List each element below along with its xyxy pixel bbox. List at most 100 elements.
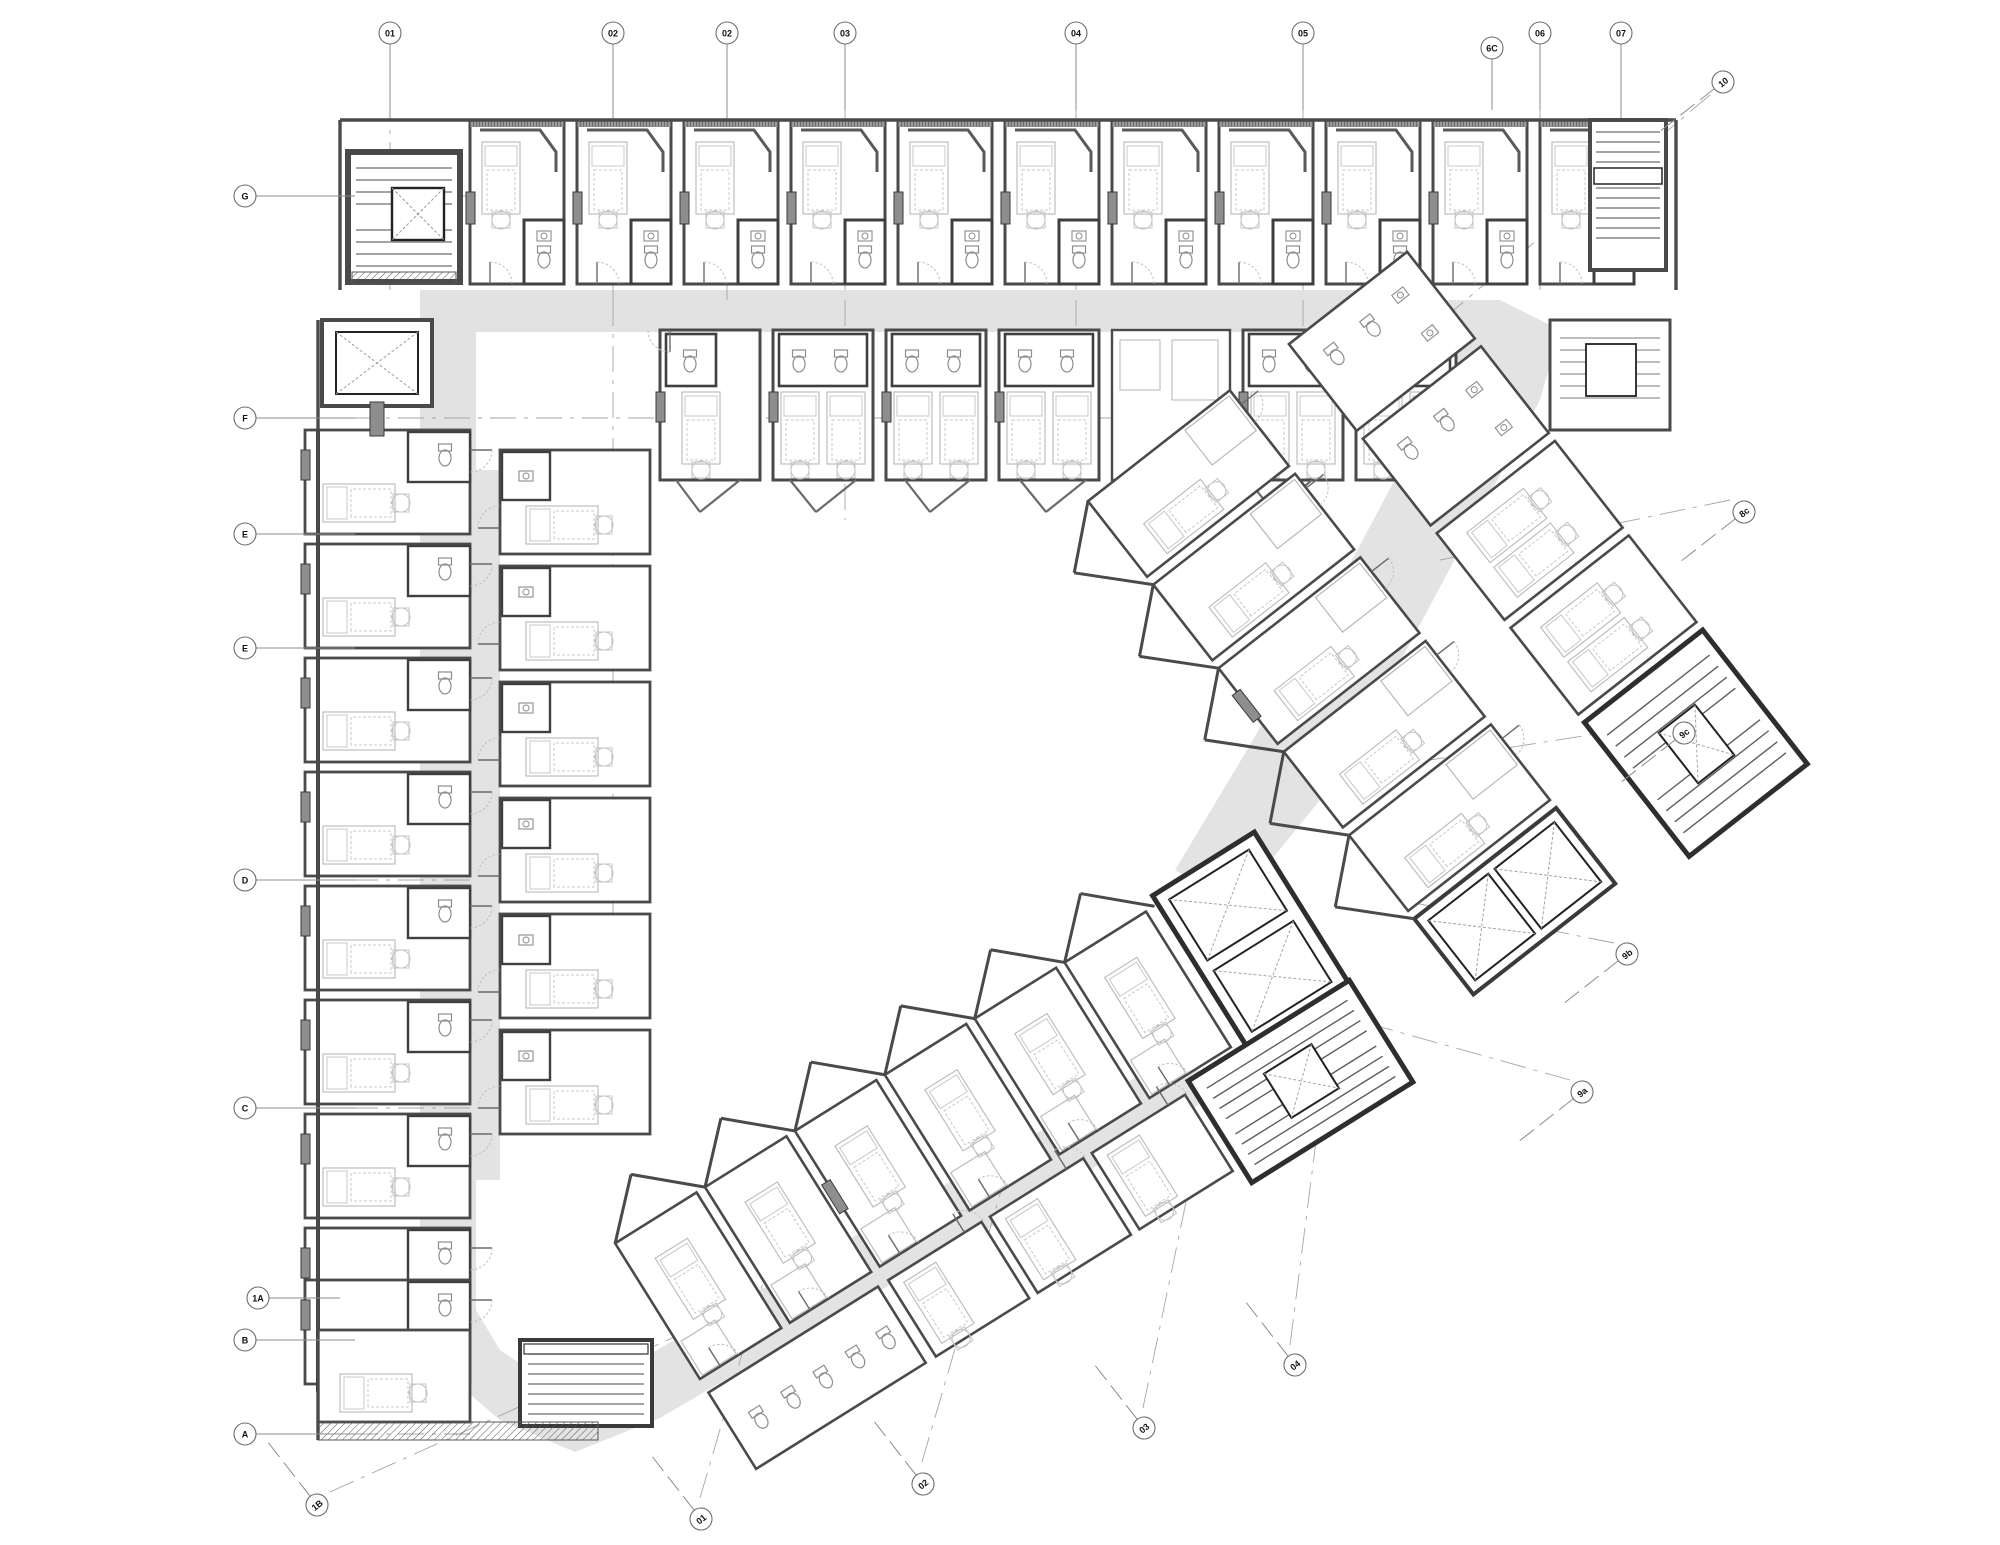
west-wing-outer [300,318,493,1392]
grid-bubble-circle [715,21,739,45]
grid-bubble-circle [233,522,257,546]
stair-core-south [1184,976,1417,1187]
grid-bubble-circle [911,1472,935,1496]
grid-bubble-label: F [242,414,248,424]
grid-bubble-label: 9c [1677,726,1691,740]
grid-bubble-circle [1732,500,1756,524]
grid-bubble-label: 6C [1486,44,1498,54]
grid-bubble-f[interactable]: F [233,406,355,430]
grid-bubble-circle [233,1422,257,1446]
grid-bubble-03[interactable]: 03 [1086,1358,1159,1443]
grid-bubble-04[interactable]: 04 [1064,21,1088,110]
grid-bubble-circle [601,21,625,45]
grid-bubble-layer: 01 02 02 03 04 05 6C 06 07G F E E D C 1A B A 10 8c 9c 9b 9a 1B… [233,21,1759,1534]
grid-leader-line [267,1441,311,1497]
grid-bubble-label: E [242,530,248,540]
grid-bubble-label: 1A [252,1294,264,1304]
grid-bubble-label: 03 [840,29,850,39]
grid-bubble-circle [378,21,402,45]
grid-leader-line [1563,960,1619,1004]
grid-bubble-1b[interactable]: 1B [259,1435,332,1520]
grid-bubble-9a[interactable]: 9a [1512,1077,1597,1150]
grid-bubble-04[interactable]: 04 [1237,1295,1310,1380]
stair-core-northeast [1588,118,1668,272]
grid-bubble-circle [1672,721,1696,745]
grid-bubble-03[interactable]: 03 [833,21,857,110]
grid-bubble-circle [1609,21,1633,45]
grid-bubble-label: 01 [694,1512,708,1526]
grid-leader-line [1680,518,1736,562]
grid-bubble-label: 06 [1535,29,1545,39]
grid-leader-line [873,1420,917,1476]
north-wing-rooms [465,118,1636,286]
grid-bubble-label: A [242,1430,249,1440]
grid-bubble-06[interactable]: 06 [1528,21,1552,110]
south-angled-wing [613,828,1417,1471]
grid-bubble-c[interactable]: C [233,1096,355,1120]
grid-bubble-6c[interactable]: 6C [1480,36,1504,110]
grid-bubble-01[interactable]: 01 [378,21,402,118]
elevator-core-east [1411,805,1619,998]
grid-leader-line [1620,739,1676,783]
grid-bubble-circle [1528,21,1552,45]
sawtooth-exterior-wall-south [613,892,1155,1244]
grid-bubble-8c[interactable]: 8c [1674,497,1759,570]
grid-bubble-e[interactable]: E [233,636,355,660]
grid-bubble-label: 04 [1288,1358,1302,1372]
grid-bubble-label: 03 [1137,1421,1151,1435]
elevator-core-southeast [1149,828,1354,1052]
grid-bubble-label: 01 [385,29,395,39]
grid-bubble-02[interactable]: 02 [865,1414,938,1499]
grid-bubble-label: 8c [1737,505,1751,519]
grid-bubble-circle [1711,70,1735,94]
grid-bubble-circle [246,1286,270,1310]
elevator-core-west [320,318,434,437]
grid-bubble-label: D [242,876,249,886]
grid-bubble-1a[interactable]: 1A [246,1286,340,1310]
grid-bubble-circle [305,1493,329,1517]
grid-leader-line [1245,1301,1289,1357]
grid-bubble-02[interactable]: 02 [601,21,625,118]
grid-bubble-label: 04 [1071,29,1081,39]
grid-bubble-circle [1132,1416,1156,1440]
grid-bubble-label: 02 [722,29,732,39]
grid-bubble-circle [833,21,857,45]
sawtooth-exterior-wall-northeast [1072,500,1415,921]
grid-bubble-label: 02 [916,1477,930,1491]
grid-bubble-07[interactable]: 07 [1609,21,1633,118]
grid-bubble-label: C [242,1104,249,1114]
grid-bubble-10[interactable]: 10 [1653,67,1738,140]
grid-bubble-label: 07 [1616,29,1626,39]
grid-bubble-circle [233,1096,257,1120]
grid-bubble-circle [233,636,257,660]
grid-leader-line [1659,88,1715,132]
northeast-angled-wing [1072,249,1811,998]
grid-bubble-b[interactable]: B [233,1328,355,1352]
grid-bubble-label: E [242,644,248,654]
grid-bubble-a[interactable]: A [233,1422,355,1446]
grid-bubble-05[interactable]: 05 [1291,21,1315,110]
grid-bubble-01[interactable]: 01 [643,1449,716,1534]
grid-bubble-g[interactable]: G [233,184,355,208]
grid-bubble-circle [1615,942,1639,966]
grid-bubble-circle [1064,21,1088,45]
grid-bubble-9b[interactable]: 9b [1557,939,1642,1012]
grid-bubble-e[interactable]: E [233,522,355,546]
grid-bubble-circle [1570,1080,1594,1104]
service-block-northeast [1548,318,1672,432]
grid-bubble-label: 10 [1716,75,1730,89]
grid-bubble-9c[interactable]: 9c [1614,718,1699,791]
southwest-rooms [316,1328,599,1441]
grid-bubble-label: G [241,192,248,202]
grid-bubble-d[interactable]: D [233,868,355,892]
grid-bubble-02[interactable]: 02 [715,21,739,118]
grid-bubble-circle [233,184,257,208]
grid-bubble-label: B [242,1336,249,1346]
grid-bubble-circle [233,868,257,892]
grid-leader-line [1094,1364,1138,1420]
grid-leader-line [1518,1098,1574,1142]
grid-bubble-circle [233,1328,257,1352]
grid-bubble-circle [1291,21,1315,45]
